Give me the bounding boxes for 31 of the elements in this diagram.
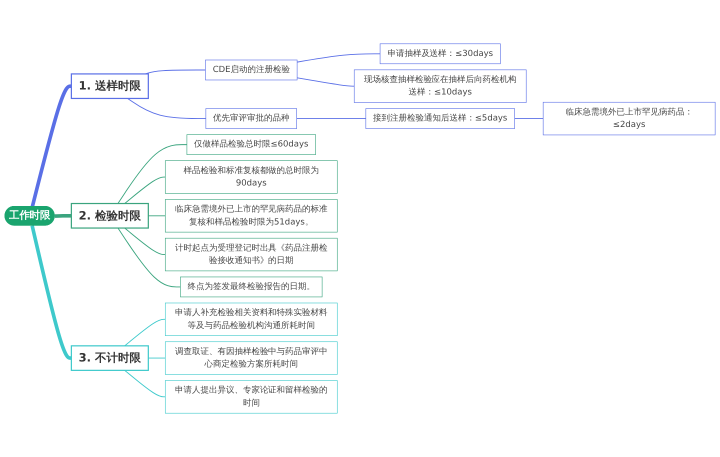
- node-box: 接到注册检验通知后送样：≤5days: [366, 108, 515, 129]
- connector: [124, 228, 166, 255]
- node-box: 1. 送样时限: [70, 73, 149, 100]
- node-box: 临床急需境外已上市罕见病药品：≤2days: [542, 102, 716, 136]
- connector: [117, 144, 188, 204]
- node-box: CDE启动的注册检验: [205, 60, 298, 80]
- node-box: 现场核查抽样检验应在抽样后向药检机构送样：≤10days: [354, 70, 527, 103]
- node-box: 申请人提出异议、专家论证和留样检验的时间: [164, 380, 338, 414]
- connector: [124, 318, 166, 346]
- node-box: 终点为签发最终检验报告的日期。: [180, 276, 322, 298]
- node-box: 样品检验和标准复核都做的总时限为90days: [164, 160, 338, 194]
- connector: [296, 118, 366, 120]
- connector: [514, 118, 544, 120]
- node-box: 优先审评审批的品种: [206, 108, 297, 129]
- connector: [54, 214, 72, 218]
- node-box: 申请抽样及送样：≤30days: [380, 44, 501, 64]
- node-box: 仅做样品检验总时限≤60days: [186, 134, 316, 155]
- connector: [148, 215, 166, 216]
- connector: [117, 228, 181, 288]
- connector: [124, 176, 166, 204]
- node-box: 计时起点为受理登记时出具《药品注册检验接收通知书》的日期: [164, 238, 338, 272]
- connector: [148, 358, 166, 359]
- node-box: 临床急需境外已上市的罕见病药品的标准复核和样品检验时限为51days。: [164, 199, 338, 232]
- node-box: 2. 检验时限: [70, 202, 149, 229]
- connector: [296, 53, 381, 63]
- node-box: 申请人补充检验相关资料和特殊实验材料等及与药品检验机构沟通所耗时间: [164, 302, 338, 336]
- node-box: 调查取证、有因抽样检验中与药品审评中心商定检验方案所耗时间: [164, 341, 338, 375]
- connector: [124, 370, 166, 398]
- connector: [127, 98, 206, 120]
- connector: [296, 77, 355, 87]
- node-box: 3. 不计时限: [70, 345, 149, 371]
